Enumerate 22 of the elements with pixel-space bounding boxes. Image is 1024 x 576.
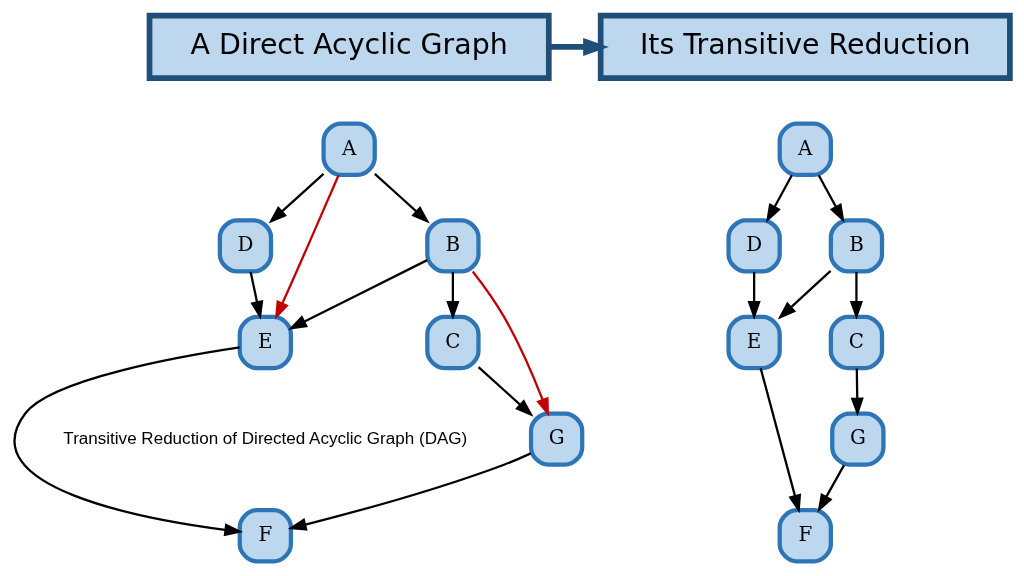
arrow <box>817 174 845 223</box>
node-box: Its Transitive Reduction <box>597 12 1013 81</box>
arrow <box>14 345 244 536</box>
arrow <box>471 270 550 417</box>
arrow <box>249 271 264 320</box>
arrow <box>766 174 793 223</box>
node-box: A Direct Acyclic Graph <box>146 12 552 81</box>
arrow <box>549 37 609 56</box>
arrow <box>759 367 802 513</box>
arrow <box>777 269 832 319</box>
arrow <box>477 365 534 417</box>
label: Transitive Reduction of Directed Acyclic Graph (DAG) <box>63 428 468 448</box>
arrow <box>374 172 430 223</box>
arrow <box>850 368 864 416</box>
arrow <box>747 271 761 320</box>
arrow <box>446 271 460 320</box>
arrow <box>287 451 532 531</box>
arrow <box>275 174 340 320</box>
arrow <box>268 172 325 223</box>
arrow <box>288 258 428 330</box>
arrow <box>849 271 863 320</box>
arrow <box>817 464 846 512</box>
